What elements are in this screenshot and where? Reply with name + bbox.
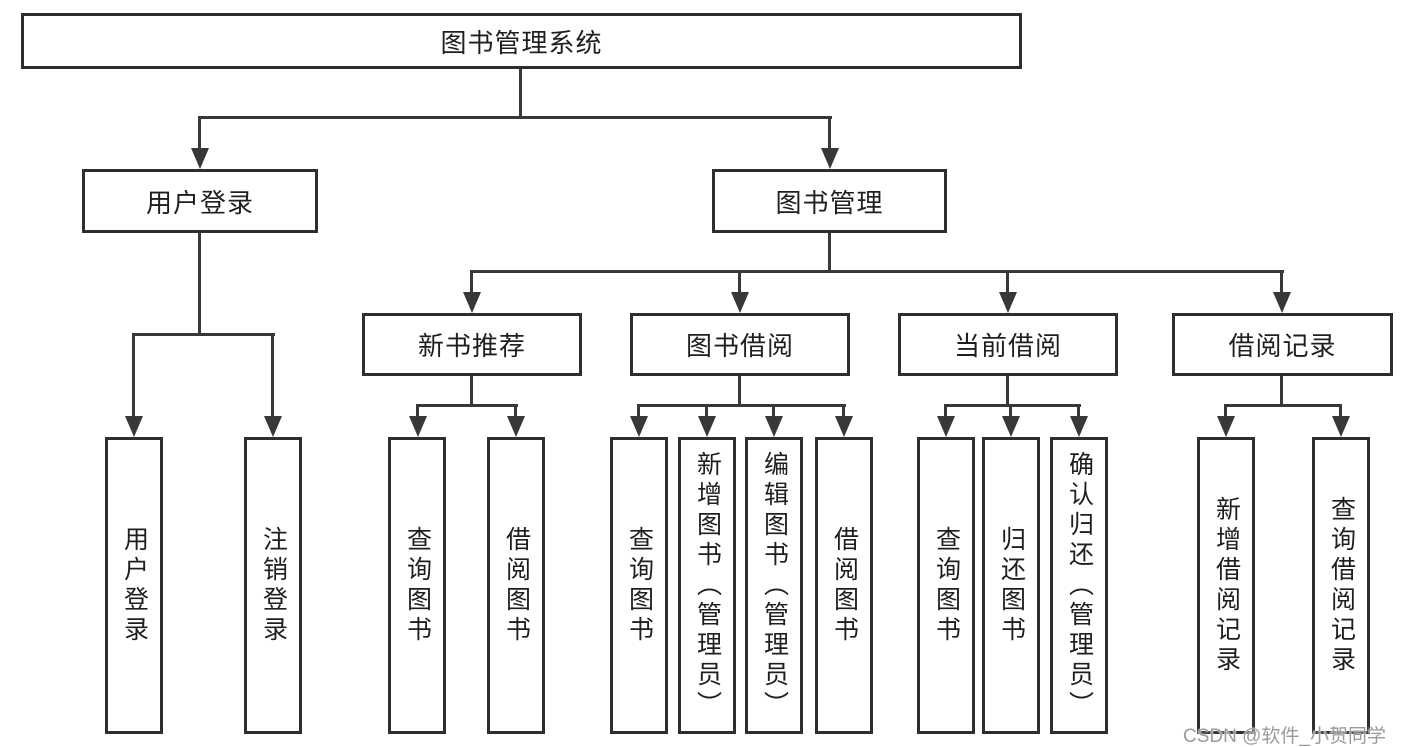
node-user-login-label: 用户登录	[145, 187, 254, 218]
leaf-logout: 注销登录	[244, 437, 302, 734]
leaf-current-confirm-admin-label: 确认归还（管理员）	[1065, 450, 1094, 721]
connector-root-stem	[519, 69, 522, 119]
leaf-user-login: 用户登录	[105, 437, 163, 734]
connector-user-login-branch	[132, 333, 275, 336]
leaf-borrow-edit-admin-label: 编辑图书（管理员）	[760, 450, 789, 721]
connector-records-stem	[1280, 376, 1283, 407]
arrow-to-leaf-borrow-book	[834, 405, 853, 437]
leaf-current-query: 查询图书	[917, 437, 975, 734]
arrow-to-leaf-borrow-add	[697, 405, 716, 437]
leaf-records-query-label: 查询借阅记录	[1327, 495, 1356, 676]
connector-borrow-branch	[637, 404, 846, 407]
leaf-newbook-borrow-label: 借阅图书	[502, 525, 531, 646]
node-user-login: 用户登录	[82, 169, 318, 233]
leaf-borrow-book-label: 借阅图书	[830, 525, 859, 646]
connector-root-branch	[198, 116, 832, 119]
node-root-library-system: 图书管理系统	[21, 13, 1022, 69]
node-current-borrow: 当前借阅	[898, 313, 1118, 376]
connector-borrow-stem	[738, 376, 741, 407]
leaf-newbook-query: 查询图书	[388, 437, 446, 734]
leaf-user-login-label: 用户登录	[120, 525, 149, 646]
arrow-to-leaf-borrow-query	[629, 405, 648, 437]
leaf-records-add-label: 新增借阅记录	[1212, 495, 1241, 676]
csdn-watermark: CSDN @软件_小贺同学	[1183, 726, 1386, 747]
leaf-current-confirm-admin: 确认归还（管理员）	[1050, 437, 1108, 734]
leaf-current-return-label: 归还图书	[997, 525, 1026, 646]
connector-newbook-branch	[416, 404, 518, 407]
connector-current-stem	[1006, 376, 1009, 407]
arrow-to-current-borrow	[998, 271, 1017, 313]
connector-book-mgmt-branch	[470, 270, 1284, 273]
arrow-to-leaf-records-add	[1216, 405, 1235, 437]
node-book-borrow-label: 图书借阅	[685, 331, 794, 361]
arrow-to-leaf-newbook-query	[408, 405, 427, 437]
leaf-newbook-query-label: 查询图书	[403, 525, 432, 646]
leaf-borrow-query: 查询图书	[610, 437, 668, 734]
leaf-borrow-query-label: 查询图书	[625, 525, 654, 646]
node-current-borrow-label: 当前借阅	[953, 331, 1062, 361]
arrow-to-leaf-logout	[263, 334, 282, 437]
node-book-management-label: 图书管理	[775, 187, 884, 218]
node-new-book-recommend: 新书推荐	[362, 313, 582, 376]
leaf-newbook-borrow: 借阅图书	[487, 437, 545, 734]
node-new-book-recommend-label: 新书推荐	[417, 331, 526, 361]
arrow-to-new-book-recommend	[462, 271, 481, 313]
connector-records-branch	[1224, 404, 1342, 407]
arrow-to-leaf-current-return	[1001, 405, 1020, 437]
leaf-current-query-label: 查询图书	[932, 525, 961, 646]
node-borrow-records-label: 借阅记录	[1228, 331, 1337, 361]
node-book-management: 图书管理	[712, 169, 947, 233]
arrow-to-book-management	[820, 117, 839, 169]
leaf-borrow-book: 借阅图书	[815, 437, 873, 734]
leaf-borrow-add-admin-label: 新增图书（管理员）	[693, 450, 722, 721]
leaf-records-query: 查询借阅记录	[1312, 437, 1370, 734]
connector-book-mgmt-stem	[828, 233, 831, 273]
node-book-borrow: 图书借阅	[630, 313, 850, 376]
leaf-current-return: 归还图书	[982, 437, 1040, 734]
leaf-borrow-edit-admin: 编辑图书（管理员）	[745, 437, 803, 734]
connector-newbook-stem	[470, 376, 473, 407]
node-root-label: 图书管理系统	[440, 27, 603, 58]
arrow-to-leaf-records-query	[1331, 405, 1350, 437]
connector-current-branch	[944, 404, 1081, 407]
arrow-to-user-login	[190, 117, 209, 169]
arrow-to-leaf-current-confirm	[1069, 405, 1088, 437]
arrow-to-leaf-current-query	[936, 405, 955, 437]
arrow-to-book-borrow	[730, 271, 749, 313]
arrow-to-borrow-records	[1272, 271, 1291, 313]
node-borrow-records: 借阅记录	[1172, 313, 1393, 376]
arrow-to-leaf-user-login	[124, 334, 143, 437]
connector-user-login-stem	[198, 233, 201, 336]
leaf-borrow-add-admin: 新增图书（管理员）	[678, 437, 736, 734]
arrow-to-leaf-borrow-edit	[764, 405, 783, 437]
leaf-logout-label: 注销登录	[259, 525, 288, 646]
leaf-records-add: 新增借阅记录	[1197, 437, 1255, 734]
arrow-to-leaf-newbook-borrow	[506, 405, 525, 437]
